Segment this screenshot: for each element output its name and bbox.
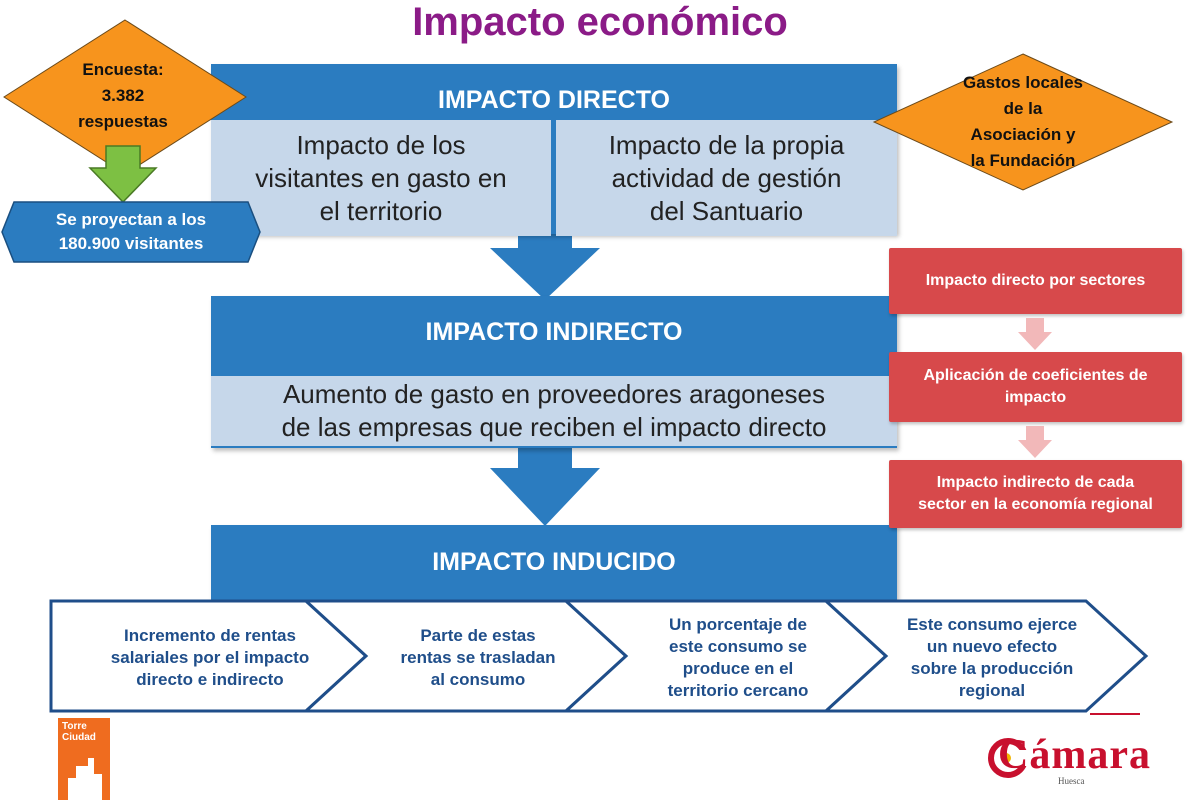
direct-visitors-box: Impacto de los visitantes en gasto en el… bbox=[211, 120, 551, 236]
torre-ciudad-logo-text: Torre Ciudad bbox=[62, 721, 96, 743]
local-spend-label: Gastos locales de la Asociación y la Fun… bbox=[962, 73, 1083, 170]
survey-label-box: Encuesta: 3.382 respuestas bbox=[42, 40, 204, 152]
chevron-4-shape bbox=[822, 599, 1149, 713]
chain-step-4: Este consumo ejerce un nuevo efecto sobr… bbox=[882, 606, 1102, 710]
process-step-3-label: Impacto indirecto de cada sector en la e… bbox=[918, 474, 1153, 513]
process-step-1-label: Impacto directo por sectores bbox=[925, 272, 1146, 289]
chain-step-4-label: Este consumo ejerce un nuevo efecto sobr… bbox=[906, 615, 1078, 700]
chain-step-3: Un porcentaje de este consumo se produce… bbox=[628, 606, 848, 710]
tower-icon bbox=[68, 758, 102, 800]
direct-sanctuary-text: Impacto de la propia actividad de gestió… bbox=[608, 129, 845, 226]
camara-logo: Cámara Huesca bbox=[988, 732, 1150, 794]
survey-label: Encuesta: 3.382 respuestas bbox=[78, 60, 168, 131]
local-spend-label-box: Gastos locales de la Asociación y la Fun… bbox=[930, 58, 1116, 186]
camara-logo-text: Cámara bbox=[998, 732, 1151, 778]
pink-down-arrow-1 bbox=[1018, 318, 1052, 350]
divider-line bbox=[1090, 713, 1140, 715]
camara-emblem-icon bbox=[988, 738, 1028, 778]
projection-label: Se proyectan a los 180.900 visitantes bbox=[55, 210, 207, 253]
process-step-2-label: Aplicación de coeficientes de impacto bbox=[923, 367, 1148, 406]
down-arrow-indirect-to-induced bbox=[490, 446, 600, 526]
process-step-1: Impacto directo por sectores bbox=[889, 248, 1182, 314]
chain-step-1: Incremento de rentas salariales por el i… bbox=[82, 606, 338, 710]
pink-down-arrow-2 bbox=[1018, 426, 1052, 458]
induced-impact-band: IMPACTO INDUCIDO bbox=[211, 525, 897, 603]
chevron-chain bbox=[49, 599, 1149, 713]
down-arrow-direct-to-indirect bbox=[490, 232, 600, 300]
process-step-2: Aplicación de coeficientes de impacto bbox=[889, 352, 1182, 422]
page-title: Impacto económico bbox=[412, 0, 788, 44]
green-down-arrow bbox=[88, 145, 158, 204]
process-step-3: Impacto indirecto de cada sector en la e… bbox=[889, 460, 1182, 528]
indirect-impact-heading: IMPACTO INDIRECTO bbox=[425, 318, 683, 346]
projection-label-box: Se proyectan a los 180.900 visitantes bbox=[20, 202, 242, 262]
projection-hexagon bbox=[1, 201, 261, 263]
direct-impact-heading: IMPACTO DIRECTO bbox=[438, 86, 670, 114]
induced-impact-heading: IMPACTO INDUCIDO bbox=[432, 547, 676, 576]
chain-step-2-label: Parte de estas rentas se trasladan al co… bbox=[400, 626, 556, 689]
camara-logo-sub: Huesca bbox=[1058, 776, 1085, 786]
indirect-body-box: Aumento de gasto en proveedores aragones… bbox=[211, 376, 897, 446]
chain-step-3-label: Un porcentaje de este consumo se produce… bbox=[667, 615, 809, 700]
direct-sanctuary-box: Impacto de la propia actividad de gestió… bbox=[556, 120, 897, 236]
chain-step-2: Parte de estas rentas se trasladan al co… bbox=[368, 606, 588, 710]
torre-ciudad-logo: Torre Ciudad bbox=[58, 718, 110, 800]
indirect-body-text: Aumento de gasto en proveedores aragones… bbox=[281, 379, 827, 442]
local-spend-diamond bbox=[872, 53, 1174, 191]
chain-step-1-label: Incremento de rentas salariales por el i… bbox=[110, 626, 310, 689]
direct-visitors-text: Impacto de los visitantes en gasto en el… bbox=[255, 129, 507, 226]
